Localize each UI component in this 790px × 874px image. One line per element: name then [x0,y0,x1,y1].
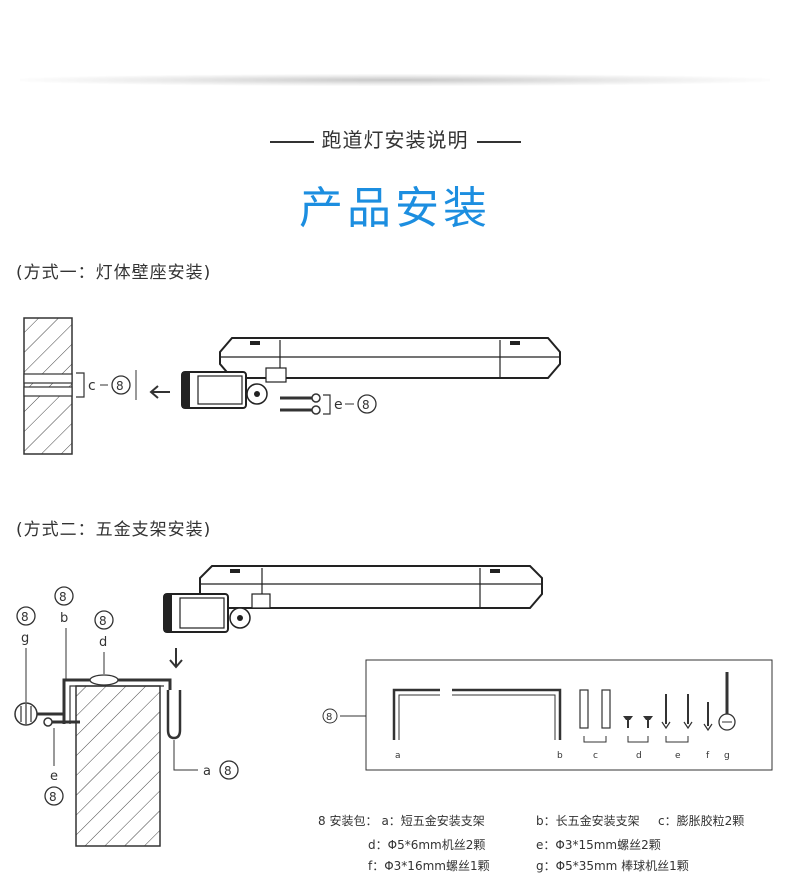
kit-legend-c: c：膨胀胶粒2颗 [658,814,745,828]
wall-one [23,317,73,455]
kit-legend-g: g：Φ5*35mm 棒球机丝1颗 [536,859,689,873]
install-kit-box: 8 [322,659,773,771]
svg-text:d: d [636,751,642,761]
kit-part-f [703,702,713,732]
lamp-body-one [181,337,561,409]
kit-part-b [452,688,562,740]
svg-text:e: e [50,769,58,784]
svg-text:b: b [60,611,68,626]
svg-text:a: a [395,751,401,761]
kit-legend-b: b：长五金安装支架 [536,814,640,828]
subtitle-text: 跑道灯安装说明 [321,128,469,152]
svg-text:c: c [88,378,96,394]
svg-text:8: 8 [116,379,124,393]
svg-text:8: 8 [326,712,332,723]
svg-text:g: g [21,631,29,646]
kit-legend-row-1: 8 安装包：a：短五金安装支架 b：长五金安装支架 c：膨胀胶粒2颗 [318,812,744,829]
callout-a: a 8 [173,740,239,780]
kit-part-c [579,689,611,743]
method-two-label: (方式二：五金支架安装) [16,520,212,540]
svg-text:a: a [203,764,211,779]
kit-legend-prefix: 8 安装包： [318,814,378,828]
svg-text:8: 8 [21,610,29,624]
svg-text:b: b [557,751,563,761]
callout-e-two: e 8 [44,728,64,806]
arrow-down-icon [169,648,183,669]
svg-text:e: e [334,397,343,413]
kit-legend-a: a：短五金安装支架 [381,814,485,828]
kit-part-a [392,688,440,740]
callout-b: 8 b [54,586,74,680]
callout-g: 8 g [16,606,36,702]
subtitle: 跑道灯安装说明 [0,124,790,153]
kit-legend-e: e：Φ3*15mm螺丝2颗 [536,838,661,852]
kit-legend-row-2: d：Φ5*6mm机丝2颗 e：Φ3*15mm螺丝2颗 [368,836,661,853]
svg-text:8: 8 [362,398,370,412]
screws-e-one: e 8 [280,393,377,415]
baseball-screw-g [14,702,64,726]
subtitle-dash-right [476,140,521,143]
svg-text:8: 8 [99,614,107,628]
bracket-a [166,690,182,740]
subtitle-dash-left [269,140,314,143]
callout-d: 8 d [94,610,114,674]
svg-text:8: 8 [224,764,232,778]
kit-part-d [623,716,653,743]
svg-text:g: g [724,751,730,761]
kit-part-e [661,694,693,743]
svg-text:e: e [675,751,681,761]
wall-two [75,685,161,847]
kit-legend-f: f：Φ3*16mm螺丝1颗 [368,859,490,873]
anchor-callout-c: c 8 [76,372,131,398]
svg-text:c: c [593,751,598,761]
svg-text:8: 8 [59,590,67,604]
method-one-label: (方式一：灯体壁座安装) [16,263,212,283]
bracket-b [62,674,172,724]
lamp-body-two [163,565,543,633]
header-divider-shadow [20,74,770,86]
svg-text:8: 8 [49,790,57,804]
kit-part-labels: a b c d e f g [395,751,730,761]
screw-e-two [43,717,80,727]
svg-text:f: f [706,751,710,761]
arrow-left-icon [149,385,170,399]
svg-text:d: d [99,635,107,650]
kit-legend-d: d：Φ5*6mm机丝2颗 [368,838,486,852]
page-title: 产品安装 [299,183,491,234]
kit-legend-row-3: f：Φ3*16mm螺丝1颗 g：Φ5*35mm 棒球机丝1颗 [368,857,689,874]
kit-part-g [718,672,736,731]
